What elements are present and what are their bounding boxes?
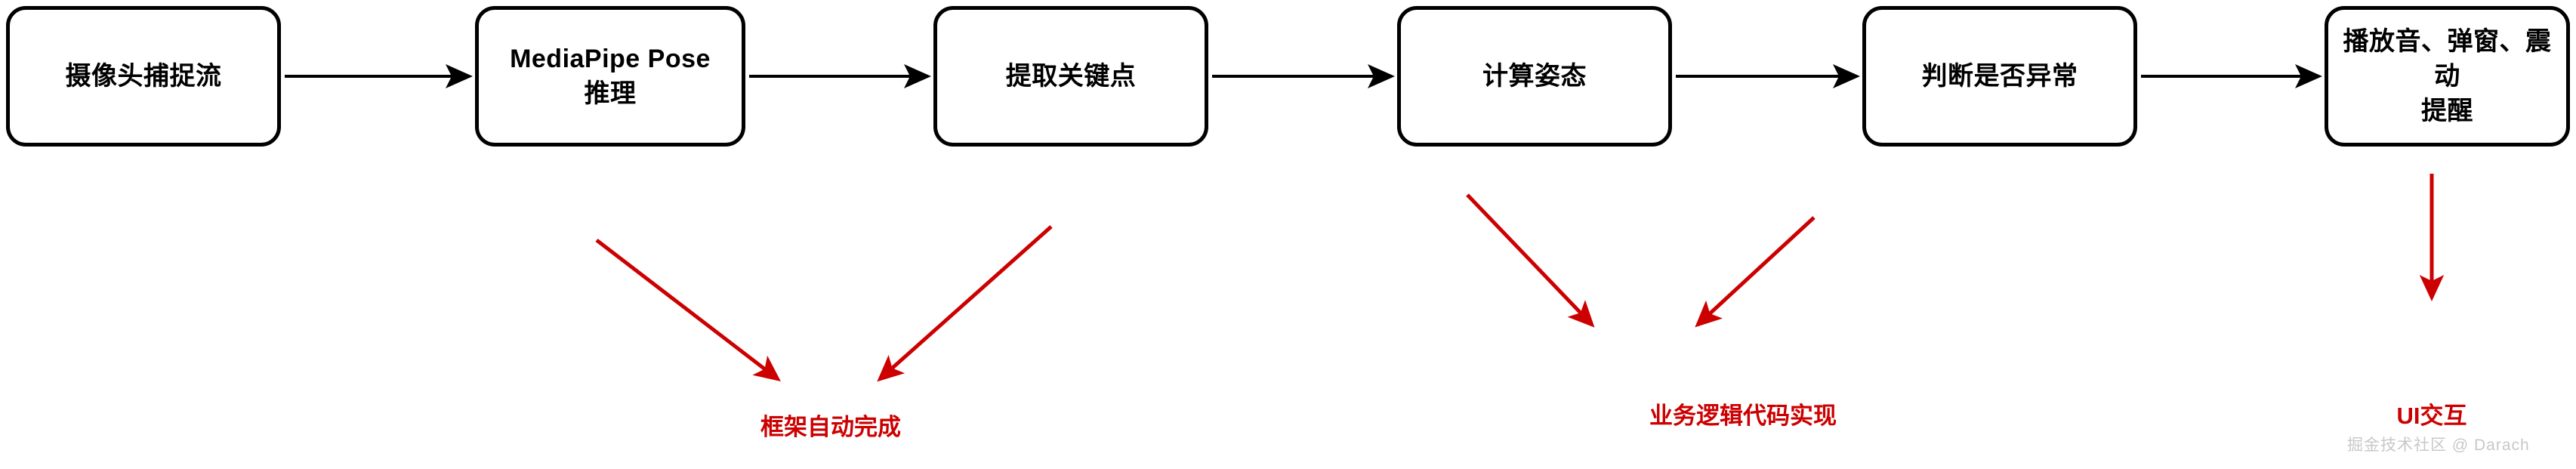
arrow-logic-right bbox=[1695, 216, 1816, 328]
process-node-label: MediaPipe Pose 推理 bbox=[510, 44, 711, 108]
process-node-abnormal[interactable]: 判断是否异常 bbox=[1862, 6, 2137, 147]
annotation-label-framework: 框架自动完成 bbox=[760, 414, 901, 440]
process-node-label: 计算姿态 bbox=[1482, 61, 1587, 91]
annotation-label-ui: UI交互 bbox=[2396, 403, 2467, 429]
process-node-label: 判断是否异常 bbox=[1921, 61, 2078, 91]
process-node-keypoint[interactable]: 提取关键点 bbox=[933, 6, 1208, 147]
process-node-label: 提取关键点 bbox=[1005, 61, 1137, 91]
process-node-alert[interactable]: 播放音、弹窗、震动 提醒 bbox=[2325, 6, 2570, 147]
process-node-label: 播放音、弹窗、震动 提醒 bbox=[2343, 26, 2552, 126]
arrow-logic-left bbox=[1466, 193, 1595, 328]
process-node-capture[interactable]: 摄像头捕捉流 bbox=[6, 6, 281, 147]
arrow-framework-left bbox=[595, 239, 781, 382]
watermark: 掘金技术社区 @ Darach bbox=[2347, 437, 2530, 454]
process-node-label: 摄像头捕捉流 bbox=[65, 61, 222, 91]
process-node-pose[interactable]: MediaPipe Pose 推理 bbox=[475, 6, 745, 147]
process-node-posture[interactable]: 计算姿态 bbox=[1397, 6, 1672, 147]
annotation-label-logic: 业务逻辑代码实现 bbox=[1649, 403, 1837, 429]
arrow-framework-right bbox=[877, 225, 1053, 382]
